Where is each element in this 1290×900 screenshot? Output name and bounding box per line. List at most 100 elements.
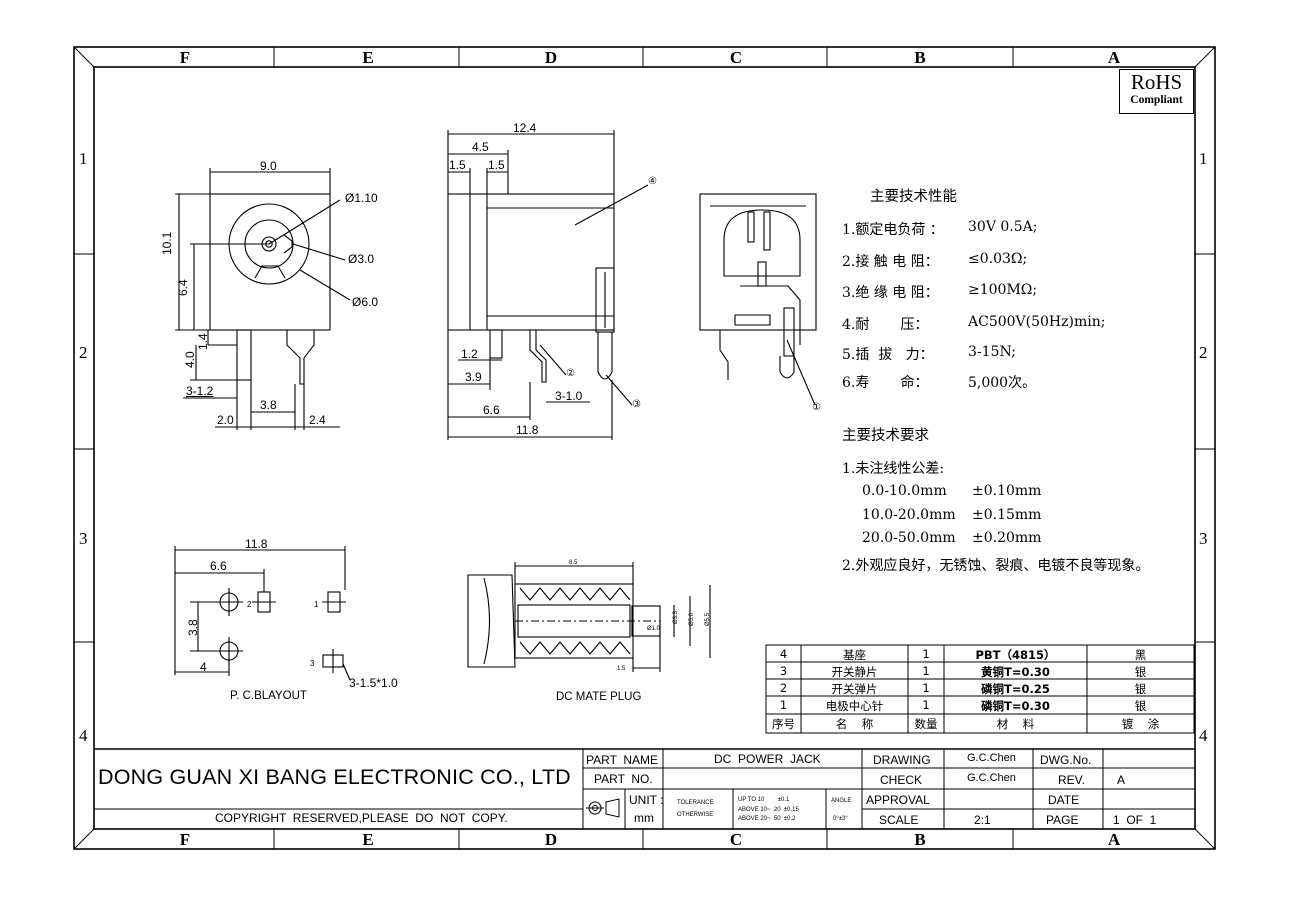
spec-item-2-label: 2.接 触 电 阻： bbox=[842, 254, 939, 270]
plug-d1: Ø1.0 bbox=[647, 626, 661, 632]
tolerance-label: TOLERANCE bbox=[677, 800, 714, 806]
dim-right-offset: 2.4 bbox=[309, 413, 326, 427]
bom-header-mat: 材 料 bbox=[996, 717, 1035, 731]
dim-hole-inner: Ø1.10 bbox=[345, 191, 378, 205]
tol-value-3: ±0.20mm bbox=[972, 530, 1042, 546]
zone-col-a-bottom: A bbox=[1107, 830, 1121, 849]
zone-col-c-bottom: C bbox=[729, 830, 743, 849]
dim-pin-length: 4.0 bbox=[183, 351, 197, 368]
tol-value-2: ±0.15mm bbox=[972, 507, 1042, 523]
pcb-left: 4 bbox=[200, 660, 207, 674]
tol-range-1: 0.0-10.0mm bbox=[862, 483, 947, 499]
spec-item-1-value: 30V 0.5A; bbox=[968, 219, 1038, 235]
pcb-pin-3: 3 bbox=[310, 659, 315, 668]
bom-row-4-qty: 1 bbox=[922, 647, 930, 661]
zone-row-4-left: 4 bbox=[79, 726, 88, 745]
rev-value: A bbox=[1117, 773, 1126, 787]
zone-row-4-right: 4 bbox=[1199, 726, 1208, 745]
dim-side-seg-a: 4.5 bbox=[472, 140, 489, 154]
dim-side-seg-b1: 1.5 bbox=[449, 158, 466, 172]
tol-line-2: ABOVE 10~ 20 ±0.15 bbox=[738, 807, 799, 813]
page-label: PAGE bbox=[1046, 813, 1079, 827]
callout-3: ③ bbox=[632, 399, 641, 410]
spec-item-3-label: 3.绝 缘 电 阻： bbox=[842, 285, 939, 301]
bom-header-qty: 数量 bbox=[914, 717, 938, 731]
rohs-badge: RoHS Compliant bbox=[1119, 69, 1194, 114]
scale-value: 2:1 bbox=[974, 813, 991, 827]
rev-label: REV. bbox=[1058, 773, 1085, 787]
tol-range-2: 10.0-20.0mm bbox=[862, 507, 956, 523]
bom-row-1-no: 1 bbox=[779, 698, 788, 712]
dim-hole-outer: Ø6.0 bbox=[352, 295, 379, 309]
tol-value-1: ±0.10mm bbox=[972, 483, 1042, 499]
company-name: DONG GUAN XI BANG ELECTRONIC CO., LTD bbox=[98, 765, 571, 789]
approval-label: APPROVAL bbox=[866, 793, 930, 807]
bom-row-1-name: 电极中心针 bbox=[825, 699, 884, 713]
bom-row-1-qty: 1 bbox=[922, 698, 930, 712]
callout-4: ④ bbox=[648, 176, 657, 187]
zone-col-d-bottom: D bbox=[544, 830, 558, 849]
tol-line-3: ABOVE 20~ 50 ±0.2 bbox=[738, 816, 796, 822]
date-label: DATE bbox=[1048, 793, 1080, 807]
zone-col-b-top: B bbox=[914, 48, 926, 67]
check-label: CHECK bbox=[880, 773, 923, 787]
dim-side-base-66: 6.6 bbox=[483, 403, 500, 417]
pcb-pin-1: 1 bbox=[314, 600, 319, 609]
pcb-height: 3.8 bbox=[186, 619, 200, 636]
drawing-value: G.C.Chen bbox=[967, 752, 1016, 764]
dim-side-seg-b2: 1.5 bbox=[488, 158, 505, 172]
dim-side-base-118: 11.8 bbox=[516, 423, 539, 437]
zone-col-e-top: E bbox=[362, 48, 374, 67]
bom-row-2-finish: 银 bbox=[1134, 682, 1147, 696]
zone-col-e-bottom: E bbox=[362, 830, 374, 849]
zone-col-f-bottom: F bbox=[179, 830, 191, 849]
rohs-title: RoHS bbox=[1130, 70, 1183, 94]
angle-label: ANGLE bbox=[831, 798, 852, 804]
bom-row-3-no: 3 bbox=[779, 664, 788, 678]
bom-row-1-finish: 银 bbox=[1134, 699, 1147, 713]
plug-len: 8.5 bbox=[569, 560, 578, 566]
part-no-label: PART NO. bbox=[594, 772, 653, 786]
plug-d4: Ø5.5 bbox=[705, 612, 711, 626]
callout-2: ② bbox=[566, 368, 575, 379]
page-value: 1 OF 1 bbox=[1113, 813, 1157, 827]
zone-col-d-top: D bbox=[544, 48, 558, 67]
zone-row-3-right: 3 bbox=[1199, 529, 1208, 548]
drawing-label: DRAWING bbox=[873, 753, 931, 767]
zone-col-c-top: C bbox=[729, 48, 743, 67]
bom-row-3-mat: 黄铜T=0.30 bbox=[981, 665, 1050, 679]
zone-col-b-bottom: B bbox=[914, 830, 926, 849]
bom-header-no: 序号 bbox=[772, 717, 795, 731]
dim-front-height-body: 6.4 bbox=[176, 279, 190, 296]
dim-hole-mid: Ø3.0 bbox=[348, 252, 375, 266]
pcb-width: 11.8 bbox=[245, 537, 268, 551]
spec-item-4-label: 4.耐 压： bbox=[842, 317, 929, 333]
rohs-subtitle: Compliant bbox=[1130, 94, 1183, 106]
spec-item-3-value: ≥100MΩ; bbox=[968, 282, 1038, 298]
dim-side-pin-pos: 3.9 bbox=[465, 370, 482, 384]
req-1: 1.未注线性公差: bbox=[842, 461, 945, 477]
spec-item-6-value: 5,000次。 bbox=[968, 375, 1037, 391]
otherwise-label: OTHERWISE bbox=[677, 812, 714, 818]
bom-row-1-mat: 磷铜T=0.30 bbox=[981, 699, 1050, 713]
spec-title-performance: 主要技术性能 bbox=[870, 189, 957, 205]
unit-label: UNIT : bbox=[629, 793, 664, 807]
bom-row-4-name: 基座 bbox=[843, 648, 866, 662]
bom-row-2-no: 2 bbox=[779, 681, 788, 695]
spec-item-6-label: 6.寿 命： bbox=[842, 375, 929, 391]
check-value: G.C.Chen bbox=[967, 772, 1016, 784]
spec-item-5-label: 5.插 拔 力： bbox=[842, 347, 934, 363]
unit-value: mm bbox=[634, 811, 654, 825]
req-2: 2.外观应良好，无锈蚀、裂痕、电镀不良等现象。 bbox=[842, 558, 1150, 574]
dim-side-pin-h: 1.2 bbox=[461, 347, 478, 361]
part-name-value: DC POWER JACK bbox=[714, 752, 821, 766]
dwg-no-label: DWG.No. bbox=[1040, 753, 1092, 767]
bom-row-2-name: 开关弹片 bbox=[831, 682, 878, 696]
part-name-label: PART NAME bbox=[586, 753, 659, 767]
spec-item-4-value: AC500V(50Hz)min; bbox=[968, 314, 1106, 330]
callout-1: ① bbox=[812, 402, 821, 413]
dim-pin-offset: 1.4 bbox=[196, 333, 210, 350]
spec-title-requirements: 主要技术要求 bbox=[842, 428, 929, 444]
zone-row-2-right: 2 bbox=[1199, 343, 1208, 362]
